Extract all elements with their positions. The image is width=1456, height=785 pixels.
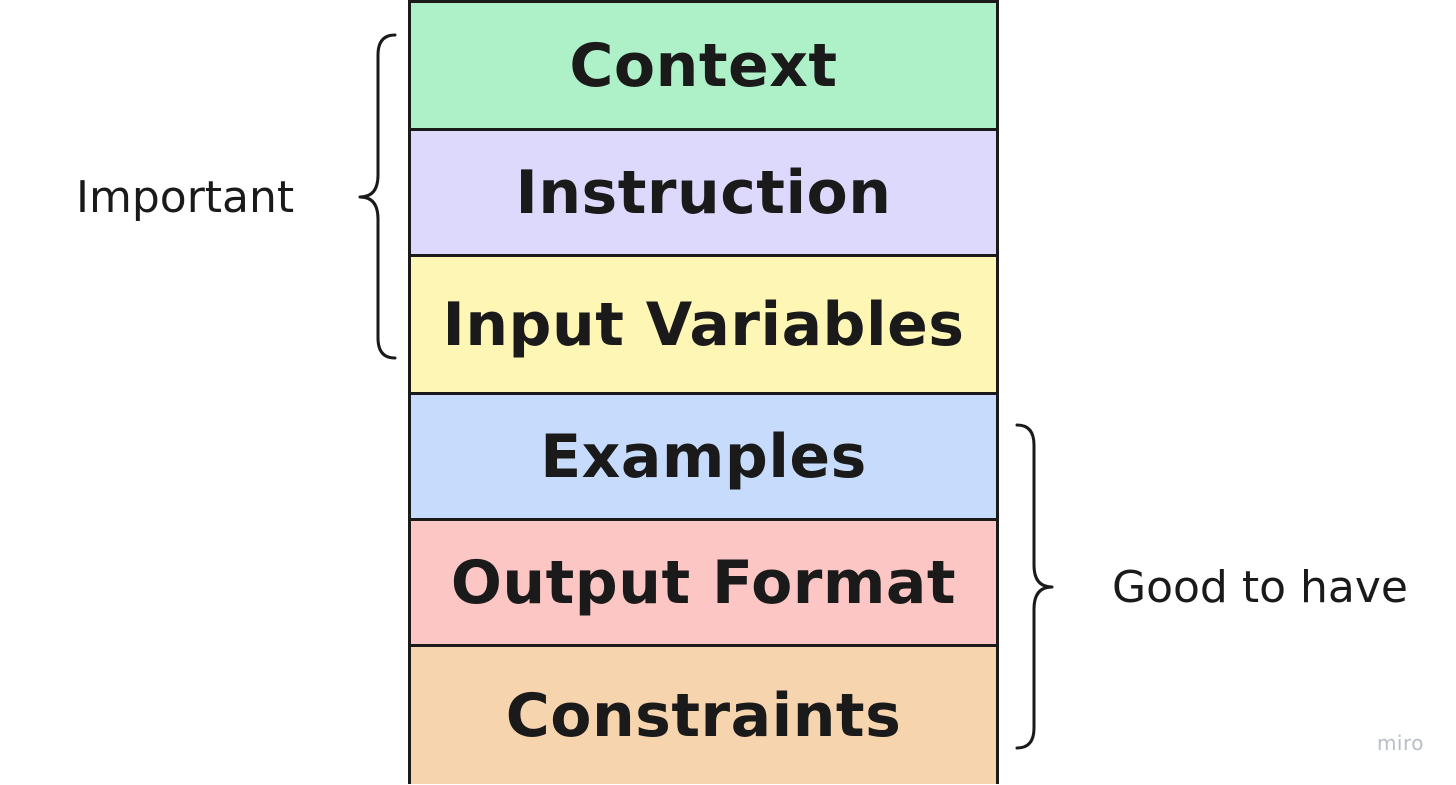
good-to-have-label: Good to have: [1112, 562, 1408, 613]
block-constraints-label: Constraints: [505, 680, 902, 751]
good-to-have-brace-icon: [1015, 423, 1054, 750]
block-output-format-label: Output Format: [450, 547, 957, 618]
block-constraints: Constraints: [411, 644, 996, 784]
block-instruction: Instruction: [411, 128, 996, 254]
miro-watermark: miro: [1376, 731, 1424, 755]
block-examples-label: Examples: [540, 421, 867, 492]
block-input-variables-label: Input Variables: [442, 289, 965, 360]
important-label: Important: [76, 172, 295, 223]
block-context-label: Context: [569, 30, 838, 101]
block-output-format: Output Format: [411, 518, 996, 644]
block-examples: Examples: [411, 392, 996, 518]
block-input-variables: Input Variables: [411, 254, 996, 392]
block-context: Context: [411, 3, 996, 128]
block-instruction-label: Instruction: [515, 157, 892, 228]
prompt-components-stack: Context Instruction Input Variables Exam…: [408, 0, 999, 784]
important-brace-icon: [358, 33, 397, 360]
